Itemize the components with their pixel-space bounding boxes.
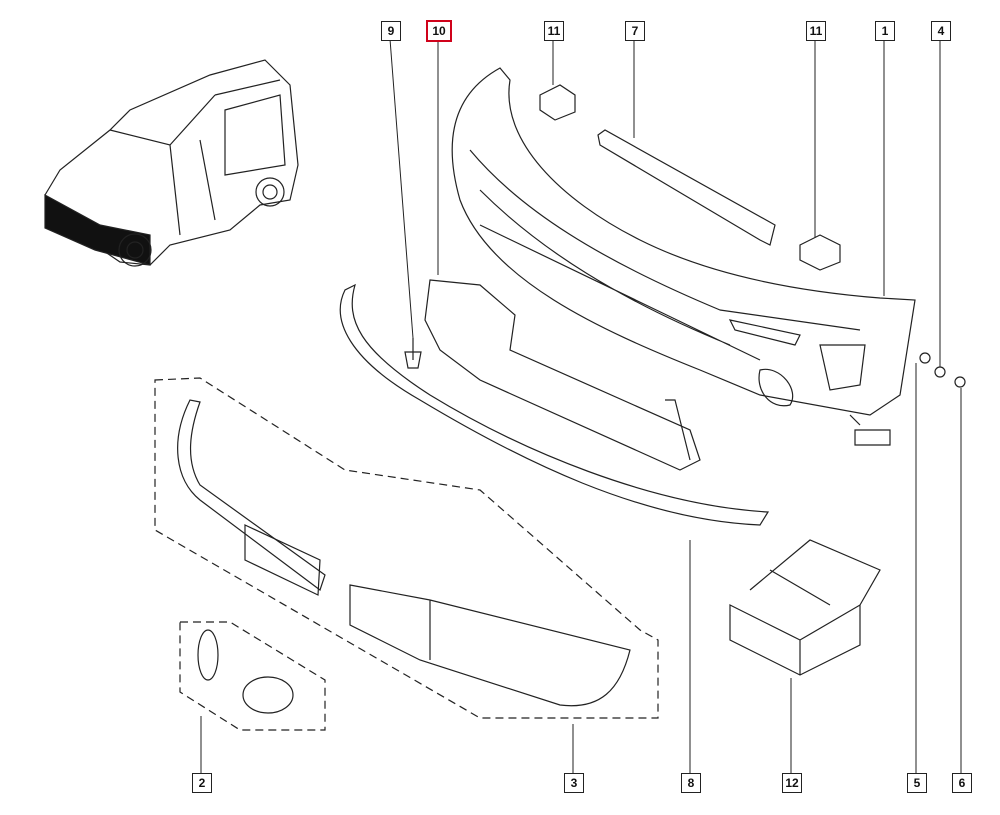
callout-12[interactable]: 12 [782, 773, 802, 793]
callout-11[interactable]: 11 [806, 21, 826, 41]
front-bumper-part-1 [451, 67, 916, 446]
kit-outline-part-3 [154, 377, 659, 719]
callout-10-selected[interactable]: 10 [426, 20, 452, 42]
callout-4[interactable]: 4 [931, 21, 951, 41]
callout-5[interactable]: 5 [907, 773, 927, 793]
callout-6[interactable]: 6 [952, 773, 972, 793]
clip-part-11b [799, 234, 841, 271]
callout-7[interactable]: 7 [625, 21, 645, 41]
callout-3[interactable]: 3 [564, 773, 584, 793]
callout-11[interactable]: 11 [544, 21, 564, 41]
vehicle-illustration [44, 59, 299, 267]
strip-part-7 [597, 129, 776, 246]
callout-8[interactable]: 8 [681, 773, 701, 793]
nut-part-4 [934, 366, 946, 378]
callout-1[interactable]: 1 [875, 21, 895, 41]
fixing-kit-box-part-12 [729, 539, 881, 676]
screw-part-6 [954, 376, 966, 388]
callout-2[interactable]: 2 [192, 773, 212, 793]
washer-part-5 [919, 352, 931, 364]
kit-outline-part-2 [179, 621, 326, 731]
spoiler-part-8 [339, 283, 770, 526]
rivet-part-9 [404, 338, 422, 369]
clip-part-11a [539, 84, 576, 121]
callout-9[interactable]: 9 [381, 21, 401, 41]
bracket-part-10 [424, 279, 701, 471]
leader-lines [200, 38, 962, 774]
